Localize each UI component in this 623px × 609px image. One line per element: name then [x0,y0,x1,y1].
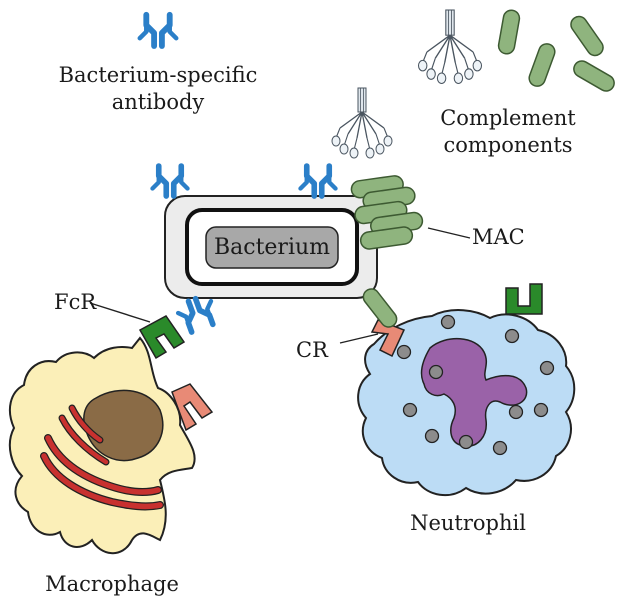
bacterium: Bacterium [164,195,378,299]
mac-complex [350,175,424,250]
legend-complement-rod-4 [570,57,618,95]
bacterium-label: Bacterium [214,235,330,260]
legend-c1q-icon [417,9,483,85]
mac-label: MAC [472,225,525,249]
bound-antibody-3-icon [176,294,219,334]
neutrophil-nucleus [420,337,528,447]
neutrophil-fc-receptor [505,283,543,315]
bound-antibody-2-icon [301,166,336,196]
bound-antibody-1-icon [153,166,188,196]
macrophage-complement-receptor [171,383,214,432]
bacterium-nucleoid [205,226,339,269]
legend-complement-rod-1 [496,8,522,56]
fc-receptor [138,315,186,360]
macrophage-cell [8,336,196,555]
neutrophil-complement-receptor [370,319,406,358]
mac-leader-line [427,227,471,239]
macrophage-label: Macrophage [45,572,179,596]
complement-label-line2: components [443,133,572,157]
antibody-label-line1: Bacterium-specific [59,63,258,87]
neutrophil-cell [357,309,576,497]
legend-antibody-icon [140,15,176,46]
fcr-leader-line [89,302,151,323]
bound-c1q-icon [331,87,393,159]
legend-complement-rod-3 [526,40,558,90]
antibody-label-line2: antibody [112,90,205,114]
neutrophil-label: Neutrophil [410,511,526,535]
complement-label-line1: Complement [440,106,576,130]
cr-leader-line [339,333,379,344]
fcr-label: FcR [54,290,97,314]
legend-complement-rod-2 [567,12,607,60]
cr-label: CR [296,338,329,362]
